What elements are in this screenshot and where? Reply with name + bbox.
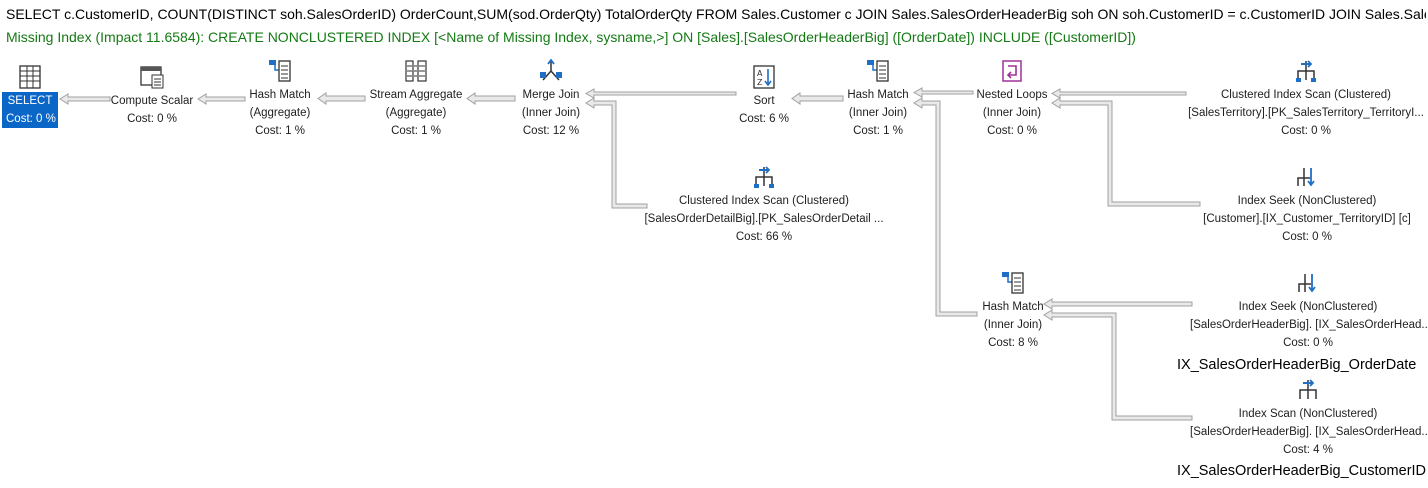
node-subtype: (Inner Join) — [521, 107, 581, 119]
arrow-compute-to-select — [59, 93, 111, 105]
node-name: Stream Aggregate — [369, 89, 463, 101]
node-cost: Cost: 0 % — [1283, 337, 1333, 349]
node-name: Merge Join — [522, 89, 580, 101]
arrow-headerseek-to-hashjoin2 — [1043, 298, 1193, 310]
node-cost: Cost: 1 % — [255, 125, 305, 137]
plan-node-hash-match-join-2[interactable]: Hash Match (Inner Join) Cost: 8 % — [970, 270, 1056, 352]
hash-match-icon — [1002, 272, 1024, 294]
sort-icon: A Z — [753, 65, 775, 89]
node-subtype: (Inner Join) — [982, 107, 1042, 119]
node-cost: Cost: 1 % — [853, 125, 903, 137]
arrow-customer-to-nested — [1051, 97, 1201, 207]
merge-join-icon — [540, 58, 562, 81]
node-object: [SalesOrderDetailBig].[PK_SalesOrderDeta… — [644, 213, 884, 225]
missing-index-hint[interactable]: Missing Index (Impact 11.6584): CREATE N… — [6, 29, 1136, 45]
plan-node-clustered-index-scan-territory[interactable]: Clustered Index Scan (Clustered) [SalesT… — [1186, 58, 1426, 140]
plan-node-index-seek-customer[interactable]: Index Seek (NonClustered) [Customer].[IX… — [1196, 164, 1418, 246]
node-name: Hash Match — [249, 89, 311, 101]
arrow-hashjoin2-to-hashjoin — [913, 97, 978, 317]
node-cost: Cost: 0 % — [6, 113, 56, 125]
arrow-detail-to-merge — [585, 97, 648, 209]
node-name: Index Seek (NonClustered) — [1237, 195, 1377, 207]
nested-loops-icon — [1002, 60, 1022, 82]
node-object: [SalesOrderHeaderBig]. [IX_SalesOrderHea… — [1190, 319, 1428, 331]
plan-node-index-seek-header[interactable]: Index Seek (NonClustered) [SalesOrderHea… — [1190, 270, 1428, 352]
svg-text:Z: Z — [757, 78, 763, 87]
plan-node-nested-loops[interactable]: Nested Loops (Inner Join) Cost: 0 % — [967, 58, 1057, 140]
plan-node-index-scan-header[interactable]: Index Scan (NonClustered) [SalesOrderHea… — [1190, 377, 1428, 459]
node-name: Sort — [753, 95, 775, 107]
node-object: [SalesTerritory].[PK_SalesTerritory_Terr… — [1188, 107, 1424, 119]
node-cost: Cost: 4 % — [1283, 444, 1333, 456]
arrow-territory-to-nested — [1050, 88, 1187, 99]
node-name: Clustered Index Scan (Clustered) — [678, 195, 850, 207]
clustered-index-scan-icon — [754, 166, 774, 188]
node-subtype: (Aggregate) — [385, 107, 447, 119]
node-object: [Customer].[IX_Customer_TerritoryID] [c] — [1203, 213, 1411, 225]
hash-match-icon — [269, 60, 291, 82]
compute-scalar-icon — [140, 66, 164, 89]
node-cost: Cost: 0 % — [1282, 231, 1332, 243]
node-object: [SalesOrderHeaderBig]. [IX_SalesOrderHea… — [1190, 426, 1428, 438]
plan-node-hash-match-join[interactable]: Hash Match (Inner Join) Cost: 1 % — [835, 58, 921, 140]
node-cost: Cost: 66 % — [735, 231, 793, 243]
node-subtype: (Inner Join) — [848, 107, 908, 119]
node-name: SELECT — [7, 95, 53, 107]
node-name: Hash Match — [982, 301, 1044, 313]
plan-node-hash-match-aggregate[interactable]: Hash Match (Aggregate) Cost: 1 % — [237, 58, 323, 140]
plan-node-merge-join[interactable]: Merge Join (Inner Join) Cost: 12 % — [508, 58, 594, 140]
arrow-headerscan-to-hashjoin2 — [1043, 309, 1193, 421]
node-cost: Cost: 0 % — [987, 125, 1037, 137]
node-name: Index Scan (NonClustered) — [1238, 408, 1378, 420]
node-name: Compute Scalar — [110, 95, 194, 107]
arrow-stream-to-hashagg — [317, 92, 366, 105]
node-subtype: (Aggregate) — [249, 107, 311, 119]
hash-match-icon — [867, 60, 889, 82]
node-name: Clustered Index Scan (Clustered) — [1220, 89, 1392, 101]
arrow-nested-to-hashjoin — [912, 87, 974, 98]
clustered-index-scan-icon — [1296, 60, 1316, 82]
arrow-merge-to-stream — [466, 92, 516, 105]
node-subtype: (Inner Join) — [983, 319, 1043, 331]
plan-node-clustered-index-scan-detail[interactable]: Clustered Index Scan (Clustered) [SalesO… — [642, 164, 886, 246]
node-cost: Cost: 12 % — [522, 125, 580, 137]
index-seek-icon — [1298, 274, 1316, 293]
query-text: SELECT c.CustomerID, COUNT(DISTINCT soh.… — [6, 6, 1426, 22]
plan-node-compute-scalar[interactable]: Compute Scalar Cost: 0 % — [104, 64, 200, 128]
node-cost: Cost: 6 % — [739, 113, 789, 125]
stream-aggregate-icon — [405, 60, 427, 82]
index-name-label-orderdate: IX_SalesOrderHeaderBig_OrderDate — [1177, 357, 1417, 373]
plan-node-stream-aggregate[interactable]: Stream Aggregate (Aggregate) Cost: 1 % — [361, 58, 471, 140]
node-name: Hash Match — [847, 89, 909, 101]
index-scan-icon — [1299, 379, 1317, 399]
select-grid-icon — [19, 65, 41, 89]
node-cost: Cost: 1 % — [391, 125, 441, 137]
index-name-label-customerid: IX_SalesOrderHeaderBig_CustomerID — [1177, 463, 1427, 479]
arrow-sort-to-merge — [584, 88, 737, 99]
node-cost: Cost: 0 % — [127, 113, 177, 125]
node-name: Index Seek (NonClustered) — [1238, 301, 1378, 313]
arrow-hashagg-to-compute — [197, 93, 246, 105]
node-cost: Cost: 8 % — [988, 337, 1038, 349]
node-cost: Cost: 0 % — [1281, 125, 1331, 137]
arrow-hashjoin-to-sort — [791, 92, 844, 105]
index-seek-icon — [1297, 168, 1315, 187]
node-name: Nested Loops — [976, 89, 1048, 101]
plan-node-sort[interactable]: A Z Sort Cost: 6 % — [729, 64, 799, 128]
plan-node-select[interactable]: SELECT Cost: 0 % — [2, 64, 58, 128]
svg-text:A: A — [757, 69, 763, 78]
